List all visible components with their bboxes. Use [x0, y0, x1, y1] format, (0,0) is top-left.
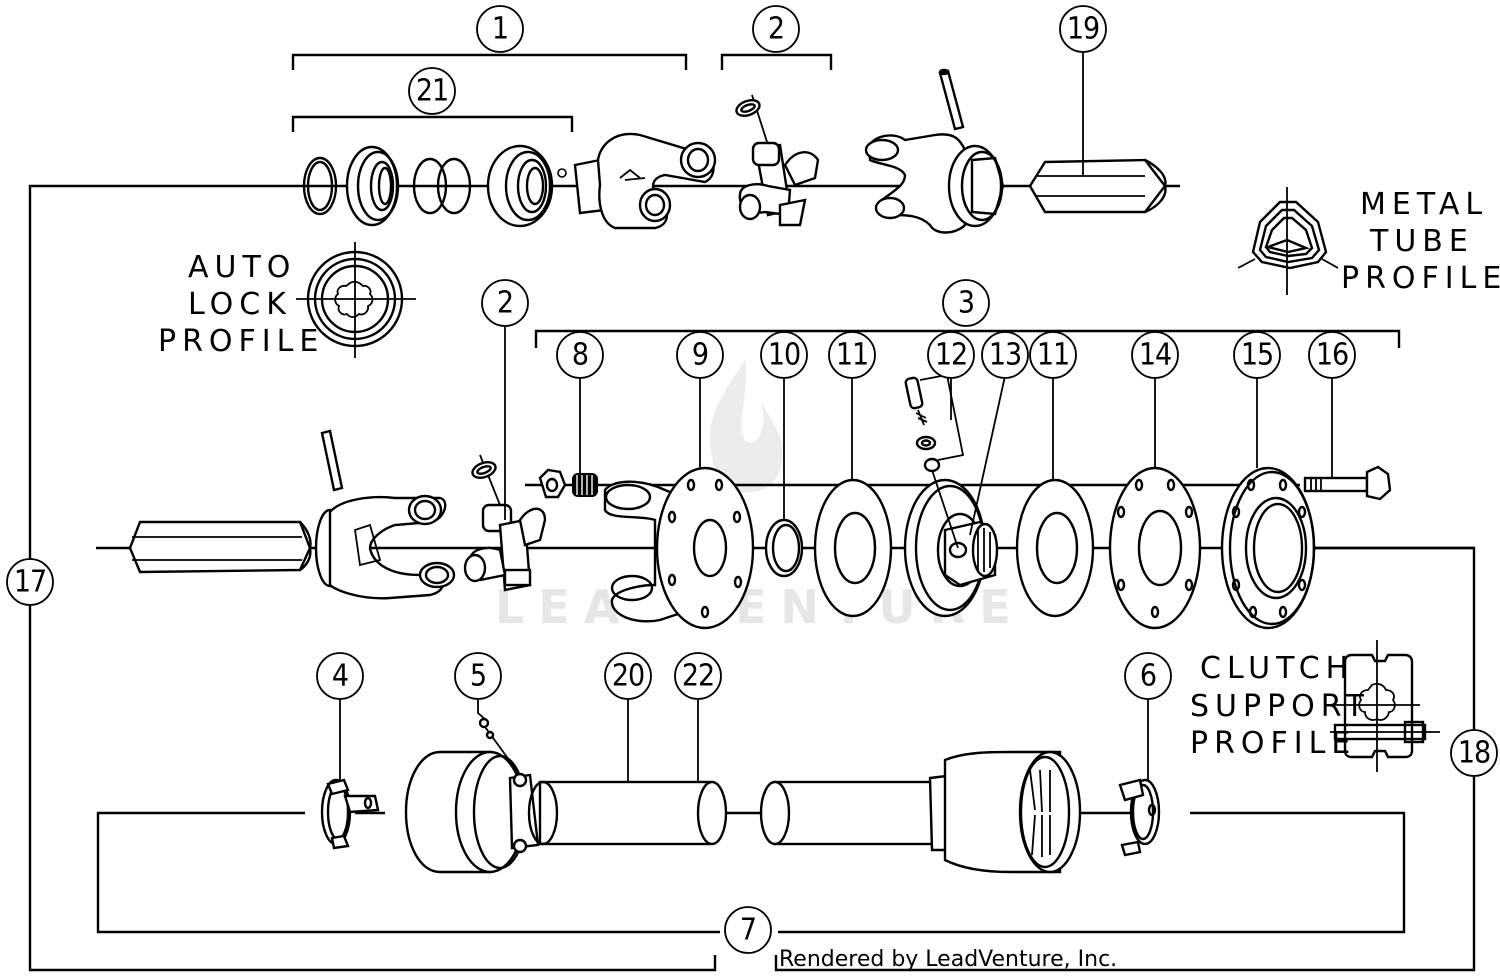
callout-9[interactable]: 9: [676, 331, 724, 379]
part-outer-yoke-top: [864, 68, 1005, 234]
part-inner-tube-22: [759, 780, 942, 846]
part-plate-14: [1108, 466, 1202, 630]
part-outer-yoke-left: [314, 494, 456, 600]
callout-frame-17: [28, 184, 717, 972]
callout-13[interactable]: 13: [981, 331, 1029, 379]
callout-11a[interactable]: 11: [828, 331, 876, 379]
svg-text:11: 11: [836, 338, 868, 373]
svg-text:11: 11: [1037, 338, 1069, 373]
leader-lines: [29, 50, 1475, 782]
clutch-support-profile-label: CLUTCH SUPPORT PROFILE: [1190, 651, 1370, 761]
svg-text:LOCK: LOCK: [188, 287, 292, 322]
callout-3[interactable]: 3: [942, 279, 990, 327]
callout-16[interactable]: 16: [1308, 331, 1356, 379]
part-cross-kit-2-middle: [463, 454, 547, 592]
bracket-3: [534, 329, 1401, 348]
callout-2-middle[interactable]: 2: [481, 279, 529, 327]
svg-text:2: 2: [497, 286, 513, 321]
svg-text:10: 10: [768, 338, 800, 373]
part-cross-kit-2-top: [735, 94, 820, 227]
part-guard-cone-left: [404, 717, 540, 874]
part-inner-yoke-1: [573, 132, 717, 230]
svg-text:16: 16: [1316, 338, 1348, 373]
svg-text:4: 4: [332, 659, 348, 694]
callout-14[interactable]: 14: [1131, 331, 1179, 379]
callout-15[interactable]: 15: [1233, 331, 1281, 379]
part-bushing-10: [764, 518, 804, 578]
callout-frame-7: [96, 811, 1406, 934]
part-bolt-16: [1303, 465, 1392, 501]
svg-text:2: 2: [768, 12, 784, 47]
callout-4[interactable]: 4: [316, 652, 364, 700]
svg-text:AUTO: AUTO: [188, 250, 296, 285]
metal-tube-profile-icon: [1237, 187, 1339, 295]
callout-7[interactable]: 7: [724, 906, 772, 954]
svg-text:13: 13: [989, 338, 1021, 373]
svg-text:TUBE: TUBE: [1369, 224, 1474, 259]
part-bearing-ring-6: [1118, 778, 1161, 857]
callout-17[interactable]: 17: [6, 558, 54, 606]
callout-11b[interactable]: 11: [1029, 331, 1077, 379]
callout-19[interactable]: 19: [1059, 5, 1107, 53]
part-spring-nut-8: [538, 468, 598, 499]
callout-18[interactable]: 18: [1450, 729, 1498, 777]
part-friction-disc-11b: [1015, 478, 1095, 618]
part-flange-15: [1220, 466, 1316, 630]
svg-text:CLUTCH: CLUTCH: [1200, 651, 1354, 686]
part-guard-cone-right: [928, 750, 1082, 874]
part-outer-tube-20: [527, 780, 728, 846]
part-flange-yoke-9: [603, 466, 755, 630]
callout-5[interactable]: 5: [454, 652, 502, 700]
callout-20[interactable]: 20: [604, 652, 652, 700]
callout-1[interactable]: 1: [476, 5, 524, 53]
auto-lock-profile-icon: [296, 242, 416, 358]
svg-text:5: 5: [470, 659, 486, 694]
svg-text:15: 15: [1241, 338, 1273, 373]
svg-text:8: 8: [572, 338, 588, 373]
clutch-support-profile-icon: [1330, 640, 1440, 772]
bracket-1: [291, 53, 688, 70]
bracket-2-top: [720, 53, 833, 70]
svg-text:20: 20: [612, 659, 644, 694]
part-profile-tube-19: [1028, 158, 1167, 214]
part-hex-shaft-left: [128, 520, 312, 574]
svg-text:PROFILE: PROFILE: [1190, 726, 1356, 761]
metal-tube-profile-label: METAL TUBE PROFILE: [1341, 187, 1500, 296]
callout-12[interactable]: 12: [927, 331, 975, 379]
svg-text:17: 17: [14, 565, 46, 600]
svg-text:3: 3: [958, 286, 974, 321]
callout-8[interactable]: 8: [556, 331, 604, 379]
svg-text:7: 7: [740, 913, 756, 948]
bracket-21: [291, 115, 574, 132]
svg-text:SUPPORT: SUPPORT: [1190, 689, 1370, 724]
callout-2-top[interactable]: 2: [752, 5, 800, 53]
svg-text:12: 12: [935, 338, 967, 373]
part-grease-fitting-12: [904, 373, 965, 473]
svg-text:19: 19: [1067, 12, 1099, 47]
svg-text:PROFILE: PROFILE: [158, 324, 324, 359]
auto-lock-profile-label: AUTO LOCK PROFILE: [158, 250, 324, 359]
part-seal-kit-21: [302, 144, 567, 228]
svg-text:9: 9: [692, 338, 708, 373]
svg-text:1: 1: [492, 12, 508, 47]
callout-22[interactable]: 22: [674, 652, 722, 700]
part-bearing-ring-4: [320, 778, 380, 850]
part-clutch-hub-13: [903, 375, 1006, 618]
svg-text:22: 22: [682, 659, 714, 694]
credit-text: Rendered by LeadVenture, Inc.: [779, 947, 1117, 972]
svg-text:METAL: METAL: [1360, 187, 1488, 222]
svg-text:PROFILE: PROFILE: [1341, 261, 1500, 296]
callout-21[interactable]: 21: [408, 67, 456, 115]
watermark-flame-icon: [709, 360, 783, 493]
svg-text:18: 18: [1458, 736, 1490, 771]
svg-text:21: 21: [416, 74, 448, 109]
svg-text:6: 6: [1140, 659, 1156, 694]
part-roll-pin-left: [320, 429, 344, 492]
callout-10[interactable]: 10: [760, 331, 808, 379]
part-friction-disc-11a: [813, 478, 893, 618]
callout-6[interactable]: 6: [1124, 652, 1172, 700]
svg-text:14: 14: [1139, 338, 1171, 373]
